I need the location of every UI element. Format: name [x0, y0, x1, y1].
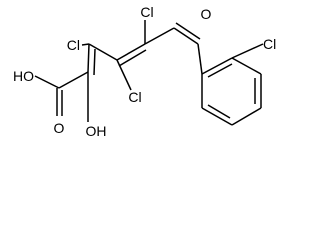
- ring-bond-1: [201, 57, 233, 75]
- bond-c3-cl: [81, 43, 90, 46]
- bond-c2-c3-a: [87, 43, 90, 73]
- bond-c6-o-a: [173, 27, 199, 45]
- atom-label-o-acid: O: [54, 120, 65, 136]
- bond-c4-cl: [116, 59, 132, 91]
- bond-aryl-cl: [231, 43, 264, 59]
- bond-c4-c5-b: [118, 49, 147, 67]
- atom-label-oh-enol: OH: [86, 123, 107, 139]
- bond-c3-c4: [88, 43, 118, 61]
- atom-label-cl-c5: Cl: [140, 4, 153, 20]
- chemical-structure: HO O OH Cl Cl Cl O Cl: [13, 4, 276, 139]
- atom-label-o-ketone: O: [201, 6, 212, 22]
- atom-label-cl-c4: Cl: [128, 89, 141, 105]
- bond-c1-c2: [58, 71, 89, 89]
- ring-bond-4: [231, 107, 262, 126]
- ring-bond-5: [201, 107, 233, 126]
- ring-inner-bond-1: [207, 63, 233, 78]
- bond-c4-c5-a: [116, 43, 146, 61]
- bond-c2-c3-b: [93, 48, 96, 76]
- atom-label-cl-aryl: Cl: [263, 36, 276, 52]
- ring-inner-bond-3: [207, 104, 231, 119]
- bond-c1-oh: [34, 75, 60, 89]
- atom-label-cl-c3: Cl: [67, 37, 80, 53]
- ring-bond-2: [231, 57, 262, 75]
- bond-c6-aryl: [197, 43, 203, 75]
- bond-c5-c6: [144, 27, 175, 45]
- atom-label-oh-acid: HO: [13, 68, 34, 84]
- bond-c6-o-b: [175, 22, 201, 40]
